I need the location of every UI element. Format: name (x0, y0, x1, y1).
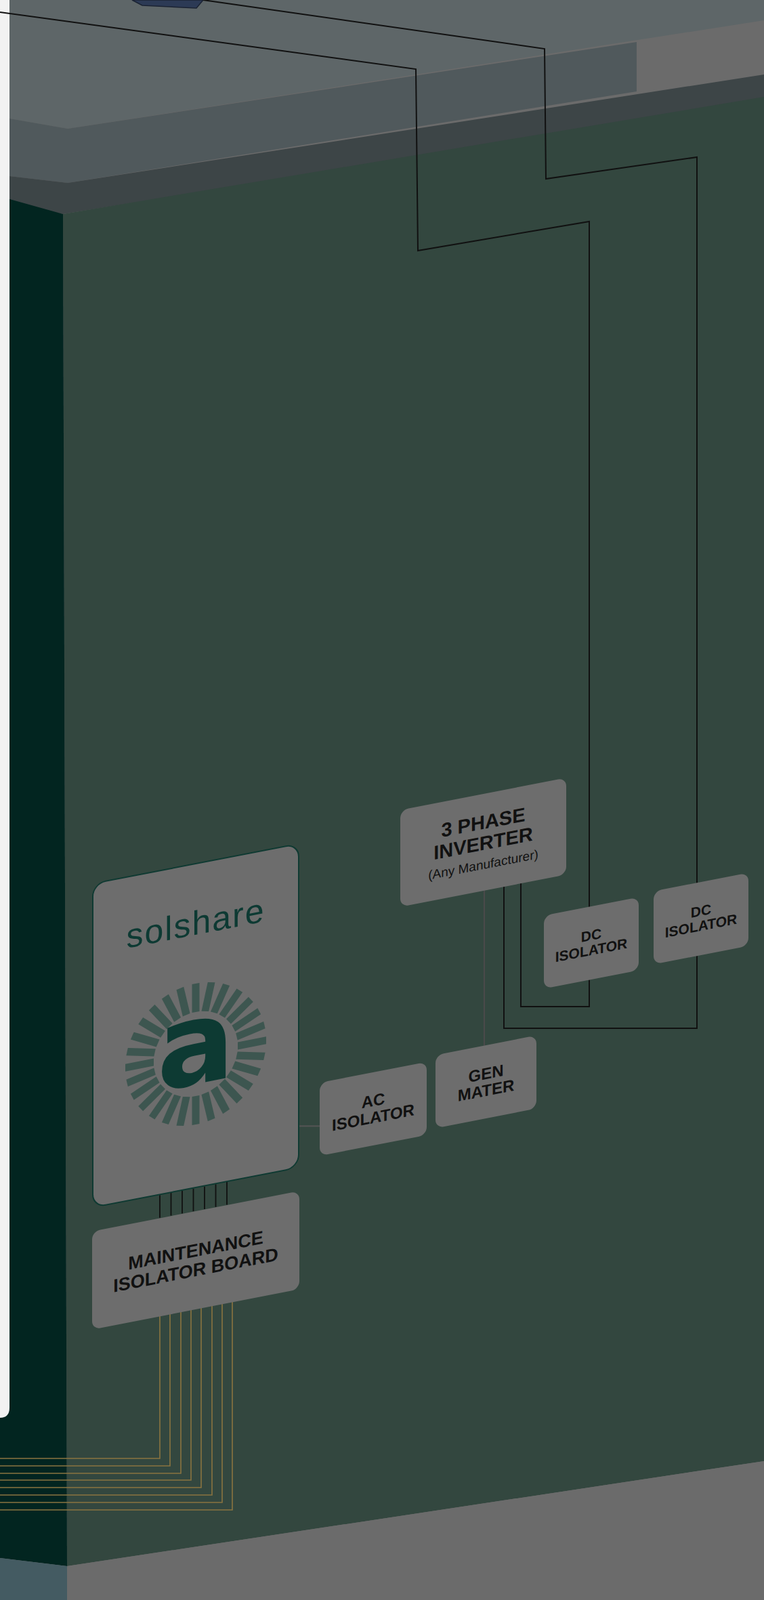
box-label: AC ISOLATOR (326, 1082, 420, 1135)
box-label: DC ISOLATOR (550, 919, 632, 966)
dc-isolator-box: DC ISOLATOR (653, 872, 749, 964)
isolator-board-box: MAINTENANCE ISOLATOR BOARD (92, 1190, 300, 1329)
dc-isolator-box: DC ISOLATOR (543, 896, 639, 989)
brand-name: solshare (126, 891, 266, 956)
logo-letter: a (157, 978, 236, 1109)
dc-wire (203, 0, 697, 895)
generation-meter-box: GEN MATER (435, 1035, 537, 1129)
box-label: DC ISOLATOR (660, 895, 742, 941)
wire-connector (483, 889, 485, 1046)
panel-edge (0, 0, 10, 1418)
solshare-unit: solshare a (92, 842, 300, 1208)
brand-logo: a (117, 961, 274, 1148)
solar-panel (132, 0, 204, 9)
building-side (0, 196, 68, 1566)
box-label: MAINTENANCE ISOLATOR BOARD (98, 1221, 293, 1298)
box-label: GEN MATER (442, 1055, 530, 1107)
dc-wire (0, 12, 590, 915)
building-wall (62, 96, 764, 1566)
inverter-box: 3 PHASE INVERTER(Any Manufacturer) (400, 777, 567, 907)
ac-isolator-box: AC ISOLATOR (319, 1062, 427, 1157)
ground (67, 1460, 764, 1600)
wire-connector (299, 1125, 320, 1127)
side-base (0, 1557, 68, 1600)
